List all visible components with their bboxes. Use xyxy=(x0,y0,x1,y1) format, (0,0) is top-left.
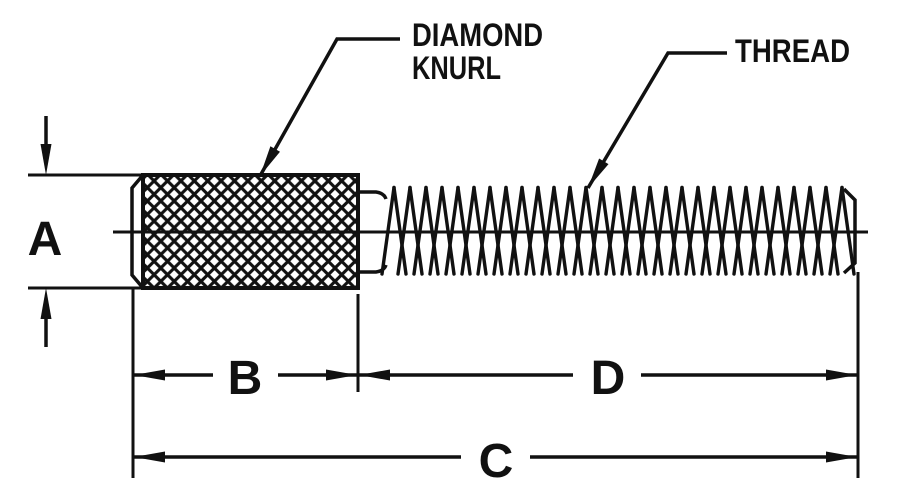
thread-line xyxy=(824,185,840,276)
thread-line xyxy=(616,185,632,276)
thread-line xyxy=(476,185,492,276)
thread-line xyxy=(392,185,408,276)
thread-line xyxy=(728,185,744,276)
thread-line xyxy=(540,185,556,276)
arrowhead-a-bottom xyxy=(40,288,52,319)
thread-line xyxy=(712,185,728,276)
thread-line xyxy=(424,185,440,276)
thread-line xyxy=(536,185,552,276)
thread-line xyxy=(488,185,504,276)
arrowhead-thread xyxy=(588,158,609,188)
thread-line xyxy=(412,185,428,276)
thread-line xyxy=(776,185,792,276)
thread-line xyxy=(588,185,604,276)
thread-line xyxy=(636,185,652,276)
thread-line xyxy=(508,185,524,276)
thread-line xyxy=(556,185,572,276)
thread-line xyxy=(648,185,664,276)
arrowhead-d-right xyxy=(826,369,857,381)
thread-line xyxy=(732,185,748,276)
thread-line xyxy=(572,185,588,276)
dimension-label-b: B xyxy=(228,352,263,405)
thread-line xyxy=(840,185,856,276)
thread-line xyxy=(716,185,732,276)
thread-line xyxy=(696,185,712,276)
thread-line xyxy=(664,185,680,276)
thread-line xyxy=(680,185,696,276)
thread-line xyxy=(812,185,828,276)
head-chamfer xyxy=(130,173,145,290)
arrowhead-diamond-knurl xyxy=(260,146,280,176)
thread-line xyxy=(604,185,620,276)
leader-line-diamond-knurl xyxy=(258,37,400,177)
knurled-head xyxy=(141,173,360,290)
callout-diamond-knurl-line1: DIAMOND xyxy=(412,17,543,53)
thread-line xyxy=(444,185,460,276)
thread-line xyxy=(552,185,568,276)
thread-line xyxy=(440,185,456,276)
neck-top-edge xyxy=(358,190,388,200)
thread-line xyxy=(428,185,444,276)
shaft-end-chamfer xyxy=(842,187,857,275)
thread-profile xyxy=(380,185,856,276)
dimension-label-c: C xyxy=(479,435,514,488)
arrowhead-c-left xyxy=(134,451,165,463)
thread-line xyxy=(764,185,780,276)
leader-line-thread xyxy=(586,51,727,189)
thread-line xyxy=(744,185,760,276)
thread-line xyxy=(828,185,844,276)
callout-diamond-knurl-line2: KNURL xyxy=(412,50,501,86)
thread-line xyxy=(504,185,520,276)
thread-line xyxy=(568,185,584,276)
thread-line xyxy=(668,185,684,276)
thread-line xyxy=(748,185,764,276)
thread-line xyxy=(796,185,812,276)
arrowhead-a-top xyxy=(40,144,52,175)
thread-line xyxy=(792,185,808,276)
thread-line xyxy=(600,185,616,276)
thread-line xyxy=(408,185,424,276)
thread-line xyxy=(456,185,472,276)
arrowhead-b-right xyxy=(326,369,357,381)
callout-thread: THREAD xyxy=(735,33,850,69)
thread-line xyxy=(632,185,648,276)
thread-line xyxy=(492,185,508,276)
thread-line xyxy=(620,185,636,276)
dimension-label-a: A xyxy=(28,213,63,266)
thread-line xyxy=(808,185,824,276)
arrowhead-d-left xyxy=(359,369,390,381)
thread-line xyxy=(684,185,700,276)
thread-line xyxy=(780,185,796,276)
thread-line xyxy=(460,185,476,276)
thread-line xyxy=(652,185,668,276)
dimension-label-d: D xyxy=(591,352,626,405)
arrowhead-b-left xyxy=(134,369,165,381)
thread-line xyxy=(396,185,412,276)
thread-line xyxy=(472,185,488,276)
thread-line xyxy=(380,185,396,276)
thread-line xyxy=(584,185,600,276)
arrowhead-c-right xyxy=(826,451,857,463)
thread-line xyxy=(760,185,776,276)
thread-line xyxy=(520,185,536,276)
thread-line xyxy=(524,185,540,276)
thread-line xyxy=(700,185,716,276)
